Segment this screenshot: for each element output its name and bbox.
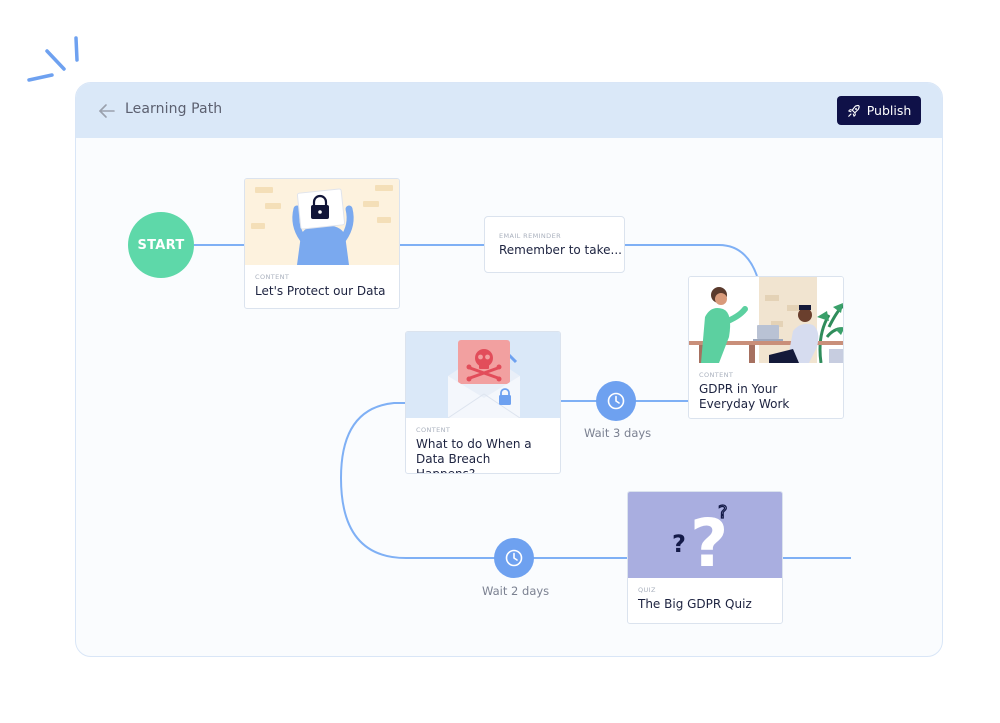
lock-icon <box>499 388 511 405</box>
envelope-illustration <box>447 340 521 418</box>
learning-path-window: Learning Path Publish START <box>75 82 943 657</box>
card-thumbnail <box>689 277 843 363</box>
wait-node-2-days[interactable] <box>494 538 534 578</box>
content-card-protect[interactable]: CONTENT Let's Protect our Data <box>244 178 400 309</box>
wait-node-3-days[interactable] <box>596 381 636 421</box>
skull-icon <box>466 349 502 382</box>
start-node[interactable]: START <box>128 212 194 278</box>
card-thumbnail: ? ? ? <box>628 492 782 578</box>
lock-icon <box>311 194 329 219</box>
card-title: What to do When a Data Breach Happens? <box>416 437 532 474</box>
publish-label: Publish <box>866 103 912 118</box>
wait-label: Wait 3 days <box>584 426 652 440</box>
page-title: Learning Path <box>125 101 223 117</box>
card-type: EMAIL REMINDER <box>499 232 562 240</box>
content-card-data-breach[interactable]: CONTENT What to do When a Data Breach Ha… <box>405 331 561 474</box>
publish-button[interactable]: Publish <box>837 96 921 125</box>
svg-text:?: ? <box>672 530 686 558</box>
card-thumbnail <box>406 332 560 418</box>
path-canvas: START <box>76 138 942 656</box>
card-type: CONTENT <box>699 371 734 379</box>
question-mark-icon: ? ? ? <box>672 501 728 578</box>
wait-label: Wait 2 days <box>482 584 550 598</box>
card-title: Remember to take... <box>499 243 622 257</box>
content-card-gdpr-everyday[interactable]: CONTENT GDPR in Your Everyday Work <box>688 276 844 419</box>
svg-text:?: ? <box>690 505 728 578</box>
clock-icon <box>505 549 523 567</box>
card-title: GDPR in Your Everyday Work <box>699 382 790 411</box>
decorative-sparkle <box>27 36 79 82</box>
card-title: Let's Protect our Data <box>255 284 386 298</box>
person-lock-illustration <box>251 185 393 265</box>
card-type: CONTENT <box>416 426 451 434</box>
svg-text:?: ? <box>718 502 728 523</box>
email-reminder-card[interactable]: EMAIL REMINDER Remember to take... <box>484 216 625 273</box>
quiz-card[interactable]: ? ? ? QUIZ The Big GDPR Quiz <box>627 491 783 624</box>
card-type: QUIZ <box>638 586 656 594</box>
rocket-icon <box>847 104 860 117</box>
arrow-left-icon[interactable] <box>96 100 118 122</box>
card-thumbnail <box>245 179 399 265</box>
card-title: The Big GDPR Quiz <box>638 597 752 611</box>
clock-icon <box>607 392 625 410</box>
header-bar: Learning Path Publish <box>76 83 942 138</box>
card-type: CONTENT <box>255 273 290 281</box>
path-connectors <box>194 244 851 559</box>
office-illustration <box>689 277 843 363</box>
